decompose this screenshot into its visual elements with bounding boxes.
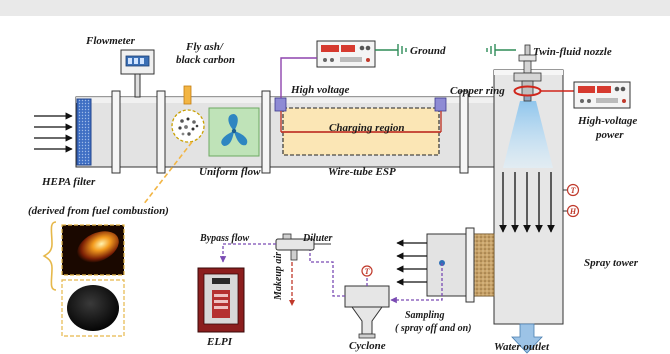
duct-flanges [111,90,469,174]
uniform-flow-label: Uniform flow [199,166,261,178]
twin-fluid-nozzle [513,44,542,102]
temperature-sensor-label: T [571,186,577,195]
spray-cone [503,101,553,168]
spray-down-arrows [499,172,555,233]
diluter-label: Diluter [302,233,333,244]
photo-brace [42,221,57,291]
twin-fluid-nozzle-label: Twin-fluid nozzle [533,46,612,58]
makeup-air-label: Makeup air [273,252,284,301]
water-outlet-label: Water outlet [494,341,550,353]
elpi-label: ELPI [206,336,233,348]
fly-ash-label-line2: black carbon [176,54,235,66]
esp-hv-cable [280,57,317,98]
cyclone-label: Cyclone [349,340,386,352]
cyclone-temp-label: T [365,267,371,276]
bypass-line [219,243,276,263]
packing-media [473,233,495,297]
water-outlet-arrow [511,323,543,354]
sampling-line [390,263,443,304]
fly-ash-feed-tube [183,85,192,105]
particle-cloud [171,109,205,143]
temperature-sensor: T [563,183,580,197]
esp-high-voltage-supply [316,40,376,68]
sampling-label-line1: Sampling [405,310,444,321]
hv-power-label-line2: power [595,129,624,141]
fan-icon [221,114,248,146]
fly-ash-label-line1: Fly ash/ [185,41,224,53]
hepa-filter [76,98,92,166]
copper-ring-label: Copper ring [450,85,505,97]
cyclone: T [344,265,390,339]
flowmeter [120,49,155,98]
charging-region-label: Charging region [329,122,405,134]
humidity-sensor: H [563,204,580,218]
top-band [0,0,670,16]
inlet-arrows [34,112,73,153]
outlet-arrows [396,239,427,286]
humidity-sensor-label: H [569,207,577,216]
sampling-label-line2: ( spray off and on) [395,323,471,334]
flowmeter-label: Flowmeter [85,35,136,47]
nozzle-ground-symbol [486,44,516,56]
spray-tower-label: Spray tower [584,257,639,269]
ground-label: Ground [410,45,446,57]
elpi-instrument [197,267,245,333]
bypass-flow-label: Bypass flow [199,233,250,244]
ground-symbol [375,44,407,56]
wire-tube-esp-label: Wire-tube ESP [328,166,396,178]
cyclone-to-diluter-line [309,250,345,297]
tower-hv-supply [573,81,631,109]
high-voltage-label: High voltage [290,84,349,96]
fuel-combustion-label: (derived from fuel combustion) [28,205,169,217]
fly-ash-leader-line [142,141,193,206]
esp-insulator-left [274,97,287,112]
esp-insulator-right [434,97,447,112]
hepa-filter-label: HEPA filter [41,176,96,188]
hv-power-label-line1: High-voltage [577,115,637,127]
